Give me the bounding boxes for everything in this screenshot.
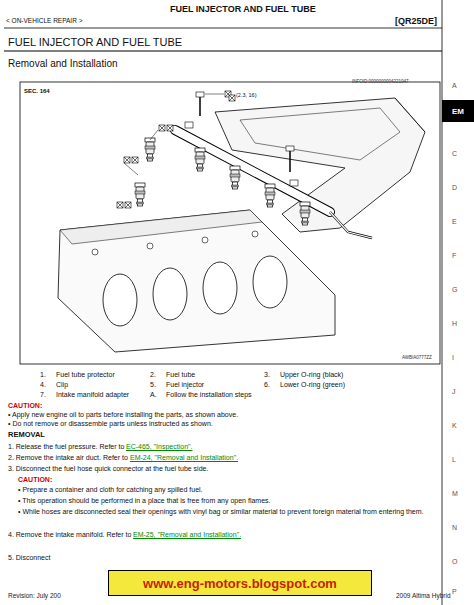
part-name: Fuel tube <box>166 371 195 379</box>
section-tab: I <box>452 354 454 362</box>
revision-note: Revision: July 200 <box>8 592 61 600</box>
part-number: 3. <box>264 371 270 379</box>
section-tab: O <box>452 558 457 566</box>
torque-value: (2.3, 16) <box>236 91 256 99</box>
procedure-step: 1. Release the fuel pressure. Refer to <box>8 443 124 451</box>
page-title: FUEL INJECTOR AND FUEL TUBE <box>8 36 182 48</box>
caution-note: • Do not remove or disassemble parts unl… <box>8 420 213 428</box>
section-number: SEC. 164 <box>24 87 50 95</box>
part-name: Follow the installation steps <box>166 391 252 399</box>
caution-heading: CAUTION: <box>18 476 52 484</box>
procedure-step: 5. Disconnect <box>8 554 50 562</box>
procedure-step: 3. Disconnect the fuel hose quick connec… <box>8 465 208 473</box>
reference-link: EC-465, "Inspection". <box>126 443 192 451</box>
box-text: EM <box>452 107 464 116</box>
caution-note: • While hoses are disconnected seal thei… <box>18 508 433 516</box>
header-rule <box>4 28 442 29</box>
part-number: 7. <box>40 391 46 399</box>
part-number: 1. <box>40 371 46 379</box>
part-name: Clip <box>56 381 68 389</box>
section-tag: < ON-VEHICLE REPAIR > <box>6 17 82 25</box>
caution-heading: CAUTION: <box>8 402 42 410</box>
part-number: 2. <box>150 371 156 379</box>
procedure-heading: REMOVAL <box>8 431 45 439</box>
section-tab: L <box>452 456 456 464</box>
section-tab-box: EM <box>442 100 474 122</box>
part-number: 4. <box>40 381 46 389</box>
section-tab: N <box>452 524 457 532</box>
caution-note: • This operation should be performed in … <box>18 497 271 505</box>
section-tab: C <box>452 150 457 158</box>
section-tab: F <box>452 252 456 260</box>
fuel-tube <box>175 122 372 238</box>
caution-note: • Prepare a container and cloth for catc… <box>18 486 203 494</box>
figure-frame <box>20 82 440 364</box>
reference-link: EM-25, "Removal and Installation". <box>133 531 241 539</box>
caution-note: • Apply new engine oil to parts before i… <box>8 411 238 419</box>
section-tab: E <box>452 218 457 226</box>
subtitle: Removal and Installation <box>8 58 118 69</box>
reference-link: EM-24, "Removal and Installation". <box>130 454 238 462</box>
part-number: 5. <box>150 381 156 389</box>
part-name: Lower O-ring (green) <box>280 381 345 389</box>
part-number: A. <box>150 391 157 399</box>
symbol-icons <box>117 91 235 208</box>
figure-code: AWBIA0777ZZ <box>402 355 432 360</box>
part-name: Intake manifold adapter <box>56 391 129 399</box>
section-tab: J <box>452 388 456 396</box>
section-tab: H <box>452 320 457 328</box>
part-name: Upper O-ring (black) <box>280 371 343 379</box>
section-tab: G <box>452 286 457 294</box>
procedure-step: 4. Remove the intake manifold. Refer to <box>8 531 131 539</box>
title-rule <box>4 50 442 51</box>
section-tab: D <box>452 184 457 192</box>
section-tab: P <box>452 588 457 596</box>
section-tab: A <box>452 82 457 90</box>
mounting-bolts <box>196 92 294 172</box>
engine-code: [QR25DE] <box>395 16 437 26</box>
running-head: FUEL INJECTOR AND FUEL TUBE <box>170 4 316 14</box>
section-tab: M <box>452 490 458 498</box>
margin-rule <box>442 0 443 605</box>
intake-manifold-adapter <box>58 210 335 352</box>
model-name: 2009 Altima Hybrid <box>396 592 451 600</box>
info-id: INFOID:0000000004221047 <box>352 79 409 84</box>
section-tab: K <box>452 422 457 430</box>
procedure-step: 2. Remove the intake air duct. Refer to <box>8 454 128 462</box>
part-name: Fuel tube protector <box>56 371 115 379</box>
part-name: Fuel injector <box>166 381 204 389</box>
fuel-injectors <box>135 138 310 225</box>
box-text: www.eng-motors.blogspot.com <box>143 576 337 591</box>
watermark-box: www.eng-motors.blogspot.com <box>108 570 372 596</box>
part-number: 6. <box>264 381 270 389</box>
